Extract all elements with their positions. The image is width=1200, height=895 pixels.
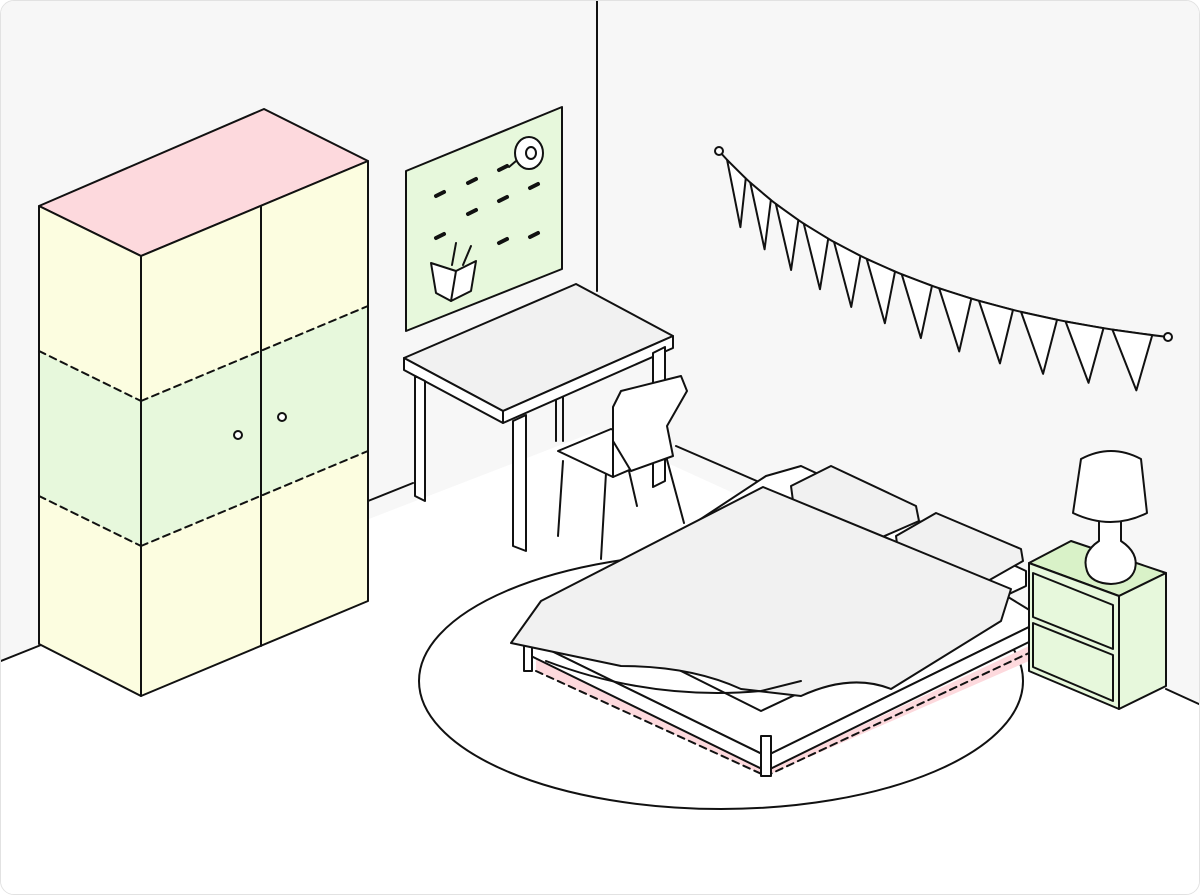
lamp — [1072, 450, 1148, 585]
bunting-flag — [900, 273, 933, 340]
right-floor-line-2 — [1165, 688, 1199, 706]
bunting-flag — [865, 257, 897, 325]
tape-roll-icon — [508, 136, 544, 170]
right-wall — [597, 1, 1199, 706]
bunting-flag — [833, 241, 862, 308]
bunting-flag — [977, 299, 1014, 365]
drawer[interactable] — [1032, 622, 1114, 702]
bunting-flag — [1111, 328, 1154, 392]
door-knob — [233, 430, 243, 440]
bunting-flag — [1020, 310, 1059, 375]
drawer[interactable] — [1032, 572, 1114, 650]
bunting-flag — [726, 158, 747, 229]
bunting-flag — [774, 202, 800, 271]
bunting-flag — [802, 222, 830, 291]
left-floor-line-2 — [367, 482, 414, 502]
wardrobe — [38, 108, 369, 697]
door-knob — [277, 412, 287, 422]
pegboard — [405, 106, 563, 332]
bunting-flag — [1064, 320, 1105, 384]
bunting-flag — [749, 181, 772, 251]
bunting-flag — [938, 287, 973, 353]
nightstand — [1028, 540, 1167, 710]
pencil-cup — [430, 242, 477, 302]
bunting — [714, 146, 1173, 392]
bed — [510, 465, 1032, 777]
chair — [557, 375, 688, 560]
left-floor-line — [1, 644, 42, 662]
duvet — [510, 486, 1012, 697]
